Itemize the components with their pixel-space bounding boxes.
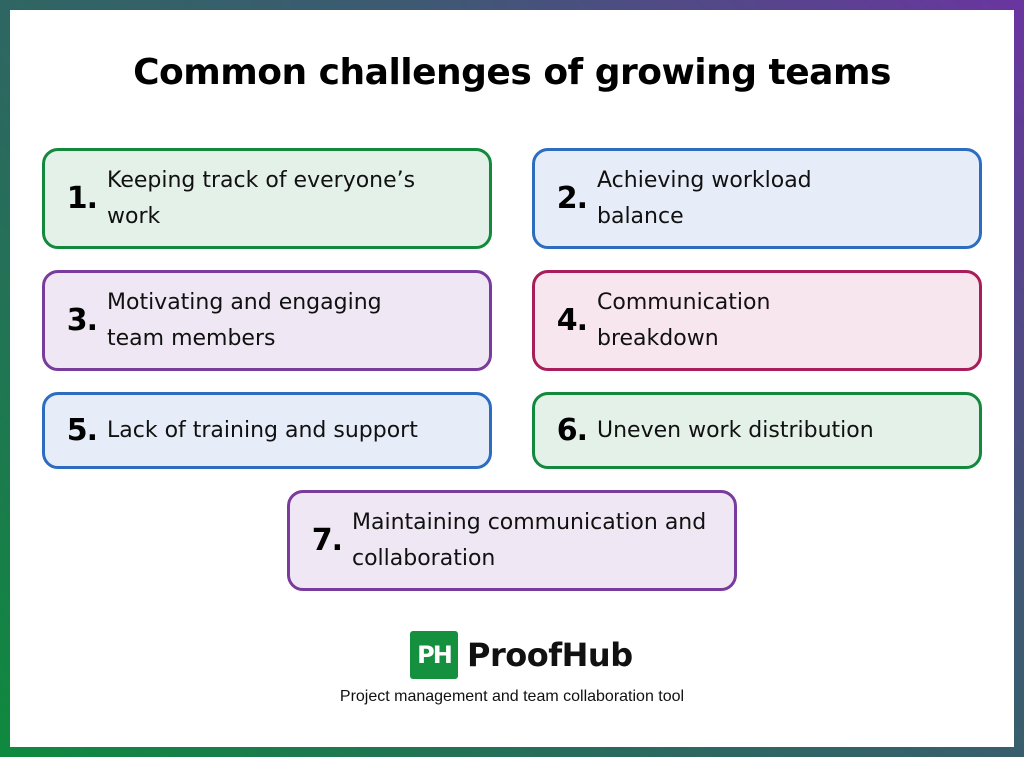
brand-name: ProofHub	[467, 636, 633, 674]
item-number: 3.	[66, 303, 98, 338]
item-text: Lack of training and support	[107, 417, 418, 443]
brand-logo: PH ProofHub	[410, 631, 633, 679]
brand-tagline: Project management and team collaboratio…	[339, 688, 685, 705]
item-number: 6.	[556, 413, 588, 448]
challenge-item-2: 2. Achieving workload balance	[532, 148, 982, 249]
challenge-item-5: 5. Lack of training and support	[42, 392, 492, 469]
item-number: 2.	[556, 181, 588, 216]
challenge-item-6: 6. Uneven work distribution	[532, 392, 982, 469]
item-text: Motivating and engaging team members	[107, 289, 382, 351]
item-text: Uneven work distribution	[597, 417, 874, 443]
item-number: 5.	[66, 413, 98, 448]
item-number: 1.	[66, 181, 98, 216]
page-title: Common challenges of growing teams	[133, 52, 891, 93]
item-text: Achieving workload balance	[597, 167, 812, 229]
item-text: Communication breakdown	[597, 289, 771, 351]
challenge-item-1: 1. Keeping track of everyone’s work	[42, 148, 492, 249]
challenge-item-7: 7. Maintaining communication and collabo…	[287, 490, 737, 591]
item-text: Maintaining communication and collaborat…	[352, 509, 707, 571]
item-number: 7.	[311, 523, 343, 558]
content-card	[10, 10, 1014, 747]
challenge-item-3: 3. Motivating and engaging team members	[42, 270, 492, 371]
challenge-item-4: 4. Communication breakdown	[532, 270, 982, 371]
item-number: 4.	[556, 303, 588, 338]
proofhub-logo-icon: PH	[410, 631, 458, 679]
item-text: Keeping track of everyone’s work	[107, 167, 416, 229]
